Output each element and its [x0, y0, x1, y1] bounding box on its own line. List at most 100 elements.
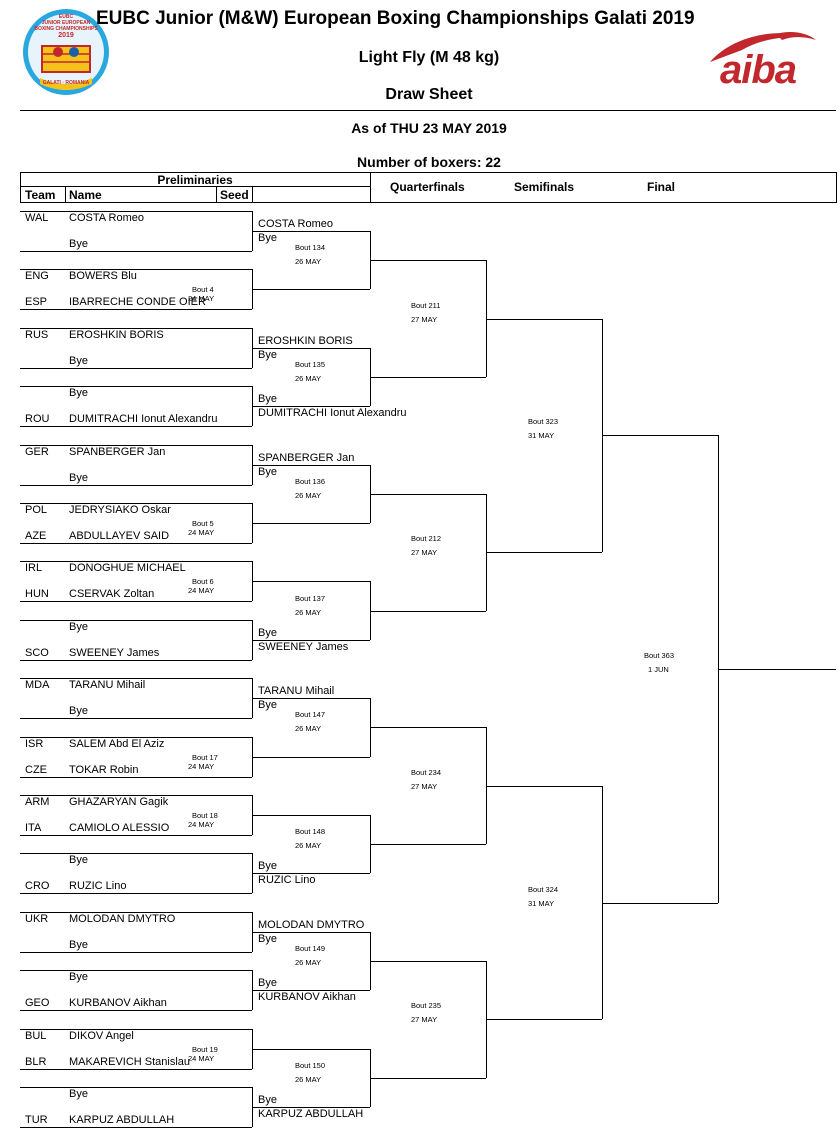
entry-name: Bye [69, 238, 88, 250]
entry-team: ITA [25, 822, 42, 834]
bracket-line [20, 853, 252, 855]
entry-name: BOWERS Blu [69, 270, 137, 283]
entry-name: GHAZARYAN Gagik [69, 796, 169, 808]
advancing-name: Bye [258, 699, 277, 712]
bout-date: 27 MAY [411, 548, 438, 558]
col-name: Name [69, 188, 102, 202]
header-divider [20, 110, 836, 111]
entry-team: BUL [25, 1029, 47, 1042]
advancing-name: Bye [258, 1094, 277, 1106]
bracket-line [20, 386, 252, 388]
entry-team: UKR [25, 912, 49, 925]
entry-team: ESP [25, 296, 48, 309]
bracket-line [252, 756, 370, 758]
entry-name: DIKOV Angel [69, 1029, 134, 1042]
bracket-line [602, 902, 718, 904]
advancing-name: Bye [258, 977, 277, 990]
bracket-line [20, 911, 252, 913]
entry-name: Bye [69, 1088, 88, 1100]
bracket-line [370, 1077, 486, 1079]
bracket-line [370, 727, 486, 729]
entry-name: SALEM Abd El Aziz [69, 737, 165, 750]
bracket-line [252, 464, 370, 466]
bout-date: 26 MAY [295, 1074, 322, 1084]
bout-number: Bout 18 [192, 811, 218, 820]
entry-name: Bye [69, 387, 88, 400]
bracket-line [252, 289, 370, 291]
bracket-line [20, 1127, 252, 1128]
bracket-line [370, 493, 486, 495]
bracket-line [370, 610, 486, 612]
bout-number: Bout 323 [528, 417, 559, 427]
bracket-line [20, 659, 252, 661]
bracket-line [20, 1028, 252, 1030]
bracket-line [252, 1107, 370, 1108]
entry-team: CZE [25, 763, 47, 776]
advancing-name: Bye [258, 232, 277, 244]
bracket-line [486, 785, 602, 787]
advancing-name: Bye [258, 393, 277, 406]
bracket-line [20, 736, 252, 738]
bout-number: Bout 363 [644, 651, 675, 660]
entry-team: ARM [25, 796, 50, 808]
bout-number: Bout 6 [192, 577, 214, 587]
bracket-line [20, 269, 252, 271]
bracket-line [718, 435, 719, 903]
entry-name: TOKAR Robin [69, 763, 139, 776]
bracket-line [20, 367, 252, 369]
col-seed: Seed [220, 188, 249, 202]
header-separator [216, 186, 217, 202]
entry-team: ISR [25, 737, 44, 750]
bout-number: Bout 148 [295, 827, 326, 837]
bout-number: Bout 211 [411, 300, 441, 310]
aiba-wordmark: aiba [720, 48, 797, 92]
bout-number: Bout 235 [411, 1001, 442, 1011]
bracket-line [20, 970, 252, 972]
bout-date: 27 MAY [411, 781, 438, 791]
logo-line: BOXING CHAMPIONSHIPS [34, 26, 98, 32]
logo-line: JUNIOR EUROPEAN [41, 20, 91, 26]
bracket-line [486, 727, 487, 845]
entry-name: CAMIOLO ALESSIO [69, 822, 170, 834]
entry-name: CSERVAK Zoltan [69, 588, 155, 601]
bracket-line [252, 581, 370, 583]
entry-name: RUZIC Lino [69, 880, 127, 893]
entry-name: JEDRYSIAKO Oskar [69, 504, 171, 516]
bout-date: 24 MAY [188, 1053, 215, 1063]
entry-team: ENG [25, 270, 49, 283]
bracket-line [20, 327, 252, 329]
bout-number: Bout 19 [192, 1044, 218, 1054]
advancing-name: Bye [258, 465, 277, 478]
entry-name: KURBANOV Aikhan [69, 997, 167, 1010]
bracket-line [252, 406, 370, 408]
header-separator [252, 186, 253, 202]
col-quarterfinals: Quarterfinals [390, 180, 465, 194]
entry-team: HUN [25, 588, 49, 601]
entry-team: MDA [25, 679, 50, 692]
advancing-name: Bye [258, 932, 277, 945]
advancing-name: MOLODAN DMYTRO [258, 918, 365, 931]
bracket-line [252, 931, 370, 933]
logo-text: EUBC JUNIOR EUROPEAN BOXING CHAMPIONSHIP… [34, 14, 98, 40]
bout-date: 24 MAY [188, 761, 215, 771]
bracket-line [20, 1087, 252, 1088]
bout-date: 27 MAY [411, 1015, 438, 1025]
header-separator [370, 172, 371, 202]
entry-name: ABDULLAYEV SAID [69, 530, 170, 542]
page-title: EUBC Junior (M&W) European Boxing Champi… [96, 8, 695, 29]
bout-date: 26 MAY [295, 257, 322, 267]
bout-date: 26 MAY [295, 724, 322, 734]
bracket-line [370, 347, 371, 407]
bracket-line [20, 1010, 252, 1012]
bracket-line [20, 309, 252, 311]
entry-team: GER [25, 445, 49, 458]
header-separator [65, 186, 66, 202]
as-of-date: As of THU 23 MAY 2019 [351, 120, 507, 136]
bracket-line [20, 561, 252, 563]
entry-name: MOLODAN DMYTRO [69, 912, 176, 925]
bracket-line [252, 347, 370, 349]
column-header-box [20, 172, 837, 203]
entry-name: Bye [69, 971, 88, 984]
entry-name: KARPUZ ABDULLAH [69, 1114, 175, 1126]
entry-team: AZE [25, 530, 47, 542]
